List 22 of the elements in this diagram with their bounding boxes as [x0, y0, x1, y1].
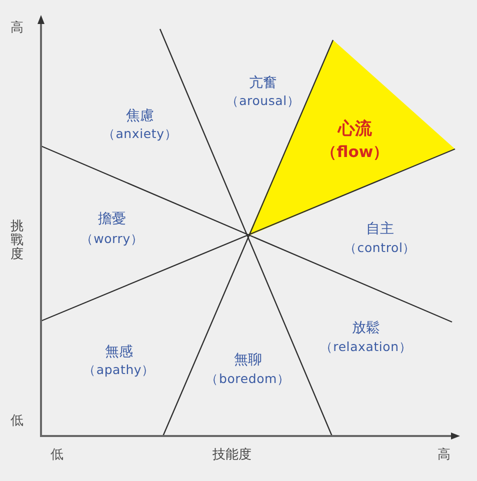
zone-name: 心流 — [338, 120, 372, 140]
zone-name: 無聊 — [234, 352, 262, 368]
zone-translation: （apathy） — [83, 362, 155, 378]
zone-name: 無感 — [105, 344, 133, 360]
zone-translation: （anxiety） — [102, 126, 178, 142]
zone-translation: （arousal） — [226, 94, 300, 108]
axis-end-label: 高 — [438, 448, 450, 464]
axis-end-label: 高 — [10, 22, 24, 36]
zone-name: 自主 — [366, 220, 394, 238]
axis-title: 技能度 — [212, 448, 252, 464]
zone-translation: （control） — [344, 240, 416, 256]
zone-translation: （flow） — [320, 144, 390, 162]
zone-name: 亢奮 — [249, 74, 277, 92]
zone-name: 放鬆 — [352, 320, 380, 336]
zone-name: 焦慮 — [126, 108, 154, 124]
zone-translation: （boredom） — [206, 372, 290, 386]
axis-end-label: 低 — [50, 448, 64, 464]
axis-title: 挑戰度 — [10, 220, 24, 262]
zone-translation: （worry） — [80, 232, 144, 246]
zone-name: 擔憂 — [98, 210, 126, 228]
zone-translation: （relaxation） — [320, 340, 412, 354]
axis-end-label: 低 — [10, 414, 24, 430]
